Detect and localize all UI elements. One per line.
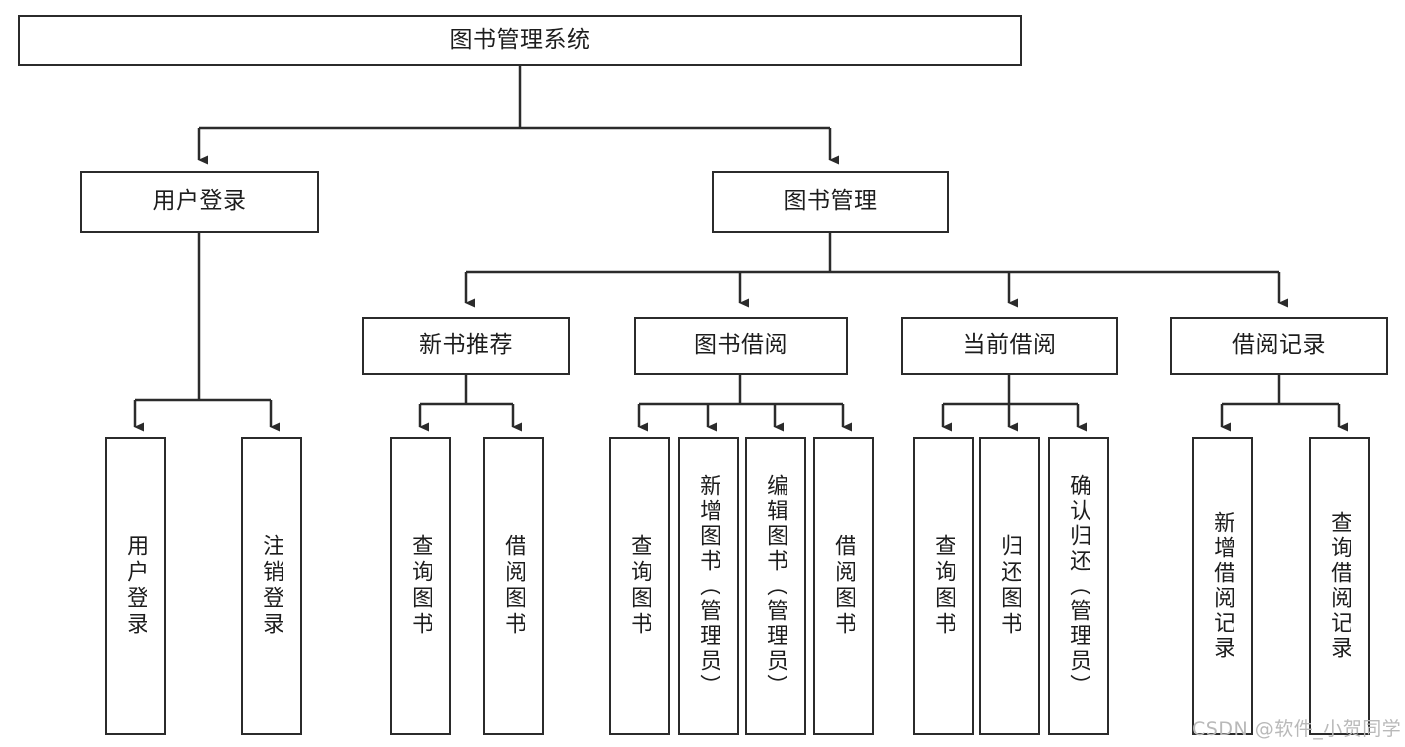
node-label: 注销登录	[259, 534, 284, 638]
node-label: 编辑图书（管理员）	[763, 473, 788, 699]
leaf-current-return-book[interactable]: 归还图书	[979, 437, 1040, 735]
node-label: 借阅图书	[831, 534, 856, 638]
node-borrow-record[interactable]: 借阅记录	[1170, 317, 1388, 375]
node-label: 新增图书（管理员）	[696, 473, 721, 699]
node-label: 新书推荐	[419, 332, 513, 359]
node-label: 查询图书	[931, 534, 956, 638]
node-root-system[interactable]: 图书管理系统	[18, 15, 1022, 66]
node-label: 查询图书	[627, 534, 652, 638]
node-book-management[interactable]: 图书管理	[712, 171, 949, 233]
node-label: 用户登录	[152, 188, 247, 215]
node-label: 图书管理系统	[449, 26, 591, 53]
node-label: 当前借阅	[962, 332, 1057, 359]
leaf-borrow-edit-book-admin[interactable]: 编辑图书（管理员）	[745, 437, 806, 735]
node-label: 用户登录	[123, 534, 148, 638]
node-label: 借阅图书	[501, 534, 526, 638]
leaf-current-query-book[interactable]: 查询图书	[913, 437, 974, 735]
node-label: 归还图书	[997, 534, 1022, 638]
node-user-login[interactable]: 用户登录	[80, 171, 319, 233]
leaf-borrow-borrow-book[interactable]: 借阅图书	[813, 437, 874, 735]
watermark-text: CSDN @软件_小贺同学	[1192, 718, 1402, 740]
node-current-borrow[interactable]: 当前借阅	[901, 317, 1118, 375]
leaf-record-add-record[interactable]: 新增借阅记录	[1192, 437, 1253, 735]
node-new-book-recommend[interactable]: 新书推荐	[362, 317, 570, 375]
node-label: 确认归还（管理员）	[1066, 473, 1091, 699]
node-label: 查询图书	[408, 534, 433, 638]
node-label: 查询借阅记录	[1327, 511, 1352, 661]
leaf-recommend-borrow-book[interactable]: 借阅图书	[483, 437, 544, 735]
leaf-borrow-add-book-admin[interactable]: 新增图书（管理员）	[678, 437, 739, 735]
csdn-watermark: CSDN @软件_小贺同学	[1192, 714, 1401, 741]
leaf-current-confirm-return-admin[interactable]: 确认归还（管理员）	[1048, 437, 1109, 735]
leaf-borrow-query-book[interactable]: 查询图书	[609, 437, 670, 735]
node-label: 图书借阅	[694, 332, 788, 359]
leaf-user-login-login[interactable]: 用户登录	[105, 437, 166, 735]
leaf-user-login-logout[interactable]: 注销登录	[241, 437, 302, 735]
node-book-borrow[interactable]: 图书借阅	[634, 317, 848, 375]
leaf-recommend-query-book[interactable]: 查询图书	[390, 437, 451, 735]
node-label: 借阅记录	[1232, 332, 1326, 359]
node-label: 图书管理	[783, 188, 878, 215]
leaf-record-query-record[interactable]: 查询借阅记录	[1309, 437, 1370, 735]
node-label: 新增借阅记录	[1210, 511, 1235, 661]
